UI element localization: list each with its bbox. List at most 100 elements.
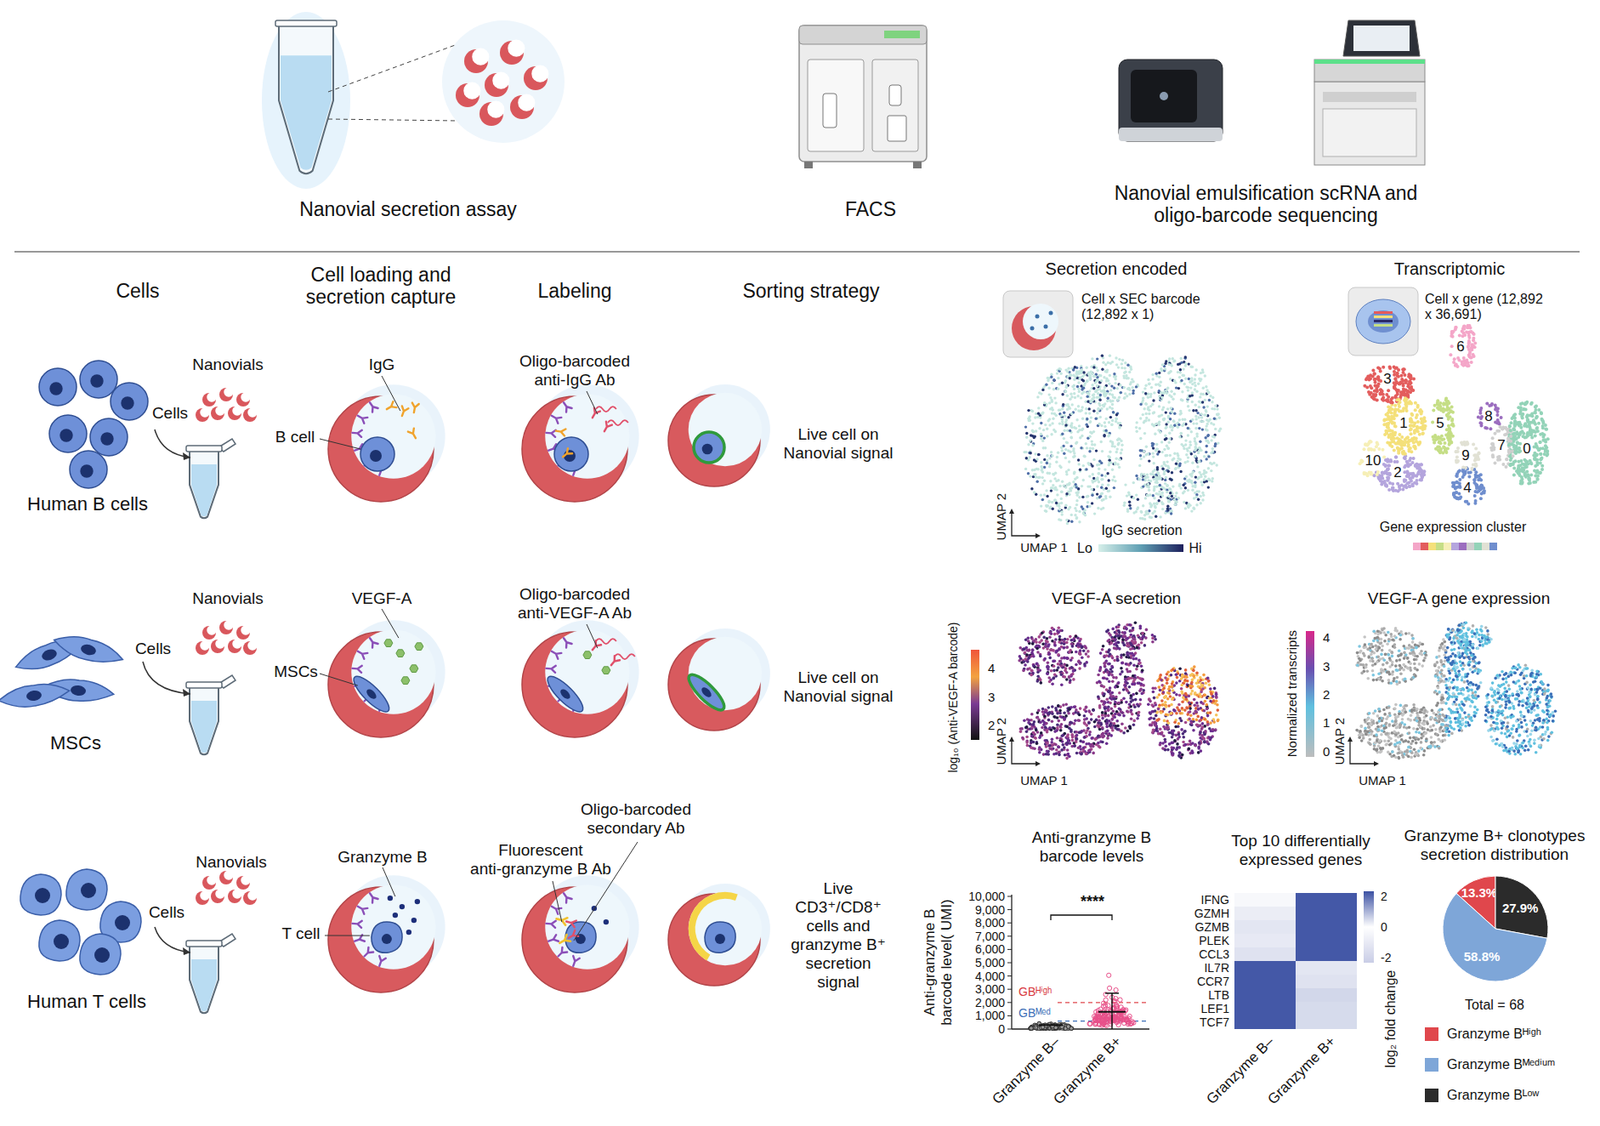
data-point	[1164, 425, 1168, 429]
data-point	[1158, 493, 1162, 496]
data-point	[1163, 460, 1166, 464]
data-point	[1088, 420, 1091, 424]
data-point	[1161, 363, 1164, 366]
data-point	[1075, 503, 1079, 506]
data-point	[1211, 449, 1215, 453]
data-point	[1202, 469, 1206, 472]
nanovial-opening	[232, 638, 243, 649]
data-point	[1096, 506, 1100, 510]
data-point	[1097, 467, 1101, 471]
data-point	[1053, 498, 1056, 501]
data-point	[1064, 504, 1067, 507]
data-point	[1095, 417, 1098, 420]
nucleus	[702, 443, 714, 455]
data-point	[1065, 440, 1068, 443]
data-point	[1193, 377, 1197, 381]
data-point	[1095, 411, 1099, 415]
data-point	[1075, 418, 1079, 421]
data-point	[1095, 384, 1099, 387]
data-point	[1187, 408, 1191, 412]
data-point	[1070, 513, 1073, 517]
data-point	[1193, 483, 1197, 487]
data-point	[1090, 439, 1094, 443]
data-point	[1126, 387, 1130, 391]
data-point	[1096, 391, 1100, 395]
data-point	[1206, 391, 1209, 394]
data-point	[1141, 390, 1145, 393]
data-point	[1201, 400, 1204, 403]
data-point	[1208, 394, 1212, 398]
data-point	[1100, 407, 1103, 410]
data-point	[1120, 366, 1124, 369]
data-point	[1186, 385, 1190, 389]
data-point	[1190, 471, 1193, 475]
data-point	[1165, 444, 1169, 448]
data-point	[1147, 509, 1151, 512]
data-point	[1073, 513, 1077, 517]
data-point	[1120, 448, 1124, 451]
data-point	[1102, 433, 1106, 437]
data-point	[1042, 428, 1045, 432]
data-point	[1113, 479, 1117, 483]
data-point	[1163, 511, 1167, 515]
data-point	[1057, 517, 1061, 521]
data-point	[1190, 452, 1193, 455]
data-point	[1129, 380, 1133, 384]
data-point	[1058, 408, 1061, 411]
data-point	[1108, 354, 1112, 358]
data-point	[1067, 459, 1071, 463]
data-point	[1106, 397, 1110, 400]
data-point	[1123, 370, 1127, 374]
data-point	[1111, 442, 1114, 445]
data-point	[1109, 415, 1113, 419]
granzyme	[406, 929, 412, 935]
data-point	[1047, 500, 1050, 504]
data-point	[1142, 420, 1146, 424]
nucleus	[79, 464, 93, 477]
data-point	[1092, 365, 1096, 369]
nanovial-opening	[487, 101, 505, 119]
data-point	[1045, 434, 1049, 437]
data-point	[1123, 366, 1127, 369]
data-point	[1030, 487, 1033, 490]
data-point	[1108, 374, 1112, 377]
data-point	[1168, 487, 1171, 490]
data-point	[1033, 415, 1037, 419]
data-point	[1194, 447, 1198, 450]
data-point	[1096, 408, 1100, 411]
data-point	[1180, 379, 1183, 382]
nucleus	[80, 882, 97, 898]
data-point	[1153, 432, 1157, 436]
data-point	[1100, 461, 1103, 465]
data-point	[1193, 454, 1197, 458]
data-point	[1092, 458, 1096, 461]
data-point	[1179, 458, 1182, 461]
data-point	[1194, 441, 1198, 444]
data-point	[1116, 462, 1119, 466]
data-point	[1129, 506, 1132, 510]
data-point	[1184, 486, 1187, 489]
data-point	[1086, 400, 1090, 403]
nanovial-opening	[232, 888, 243, 899]
data-point	[1050, 500, 1054, 504]
data-point	[1089, 377, 1092, 381]
data-point	[1202, 493, 1205, 497]
data-point	[1051, 483, 1055, 487]
data-point	[1045, 494, 1049, 498]
data-point	[1211, 447, 1215, 450]
nucleus	[94, 947, 110, 963]
data-point	[1041, 439, 1044, 443]
nanovial-opening	[199, 890, 210, 901]
data-point	[1099, 374, 1102, 377]
data-point	[1163, 362, 1167, 365]
data-point	[1070, 520, 1073, 523]
data-point	[1168, 377, 1172, 381]
data-point	[1174, 491, 1178, 494]
data-point	[1111, 468, 1114, 471]
data-point	[1181, 374, 1185, 377]
display	[884, 30, 920, 39]
data-point	[1080, 391, 1084, 395]
data-point	[1101, 361, 1105, 364]
data-point	[1152, 410, 1156, 414]
data-point	[1049, 432, 1053, 436]
